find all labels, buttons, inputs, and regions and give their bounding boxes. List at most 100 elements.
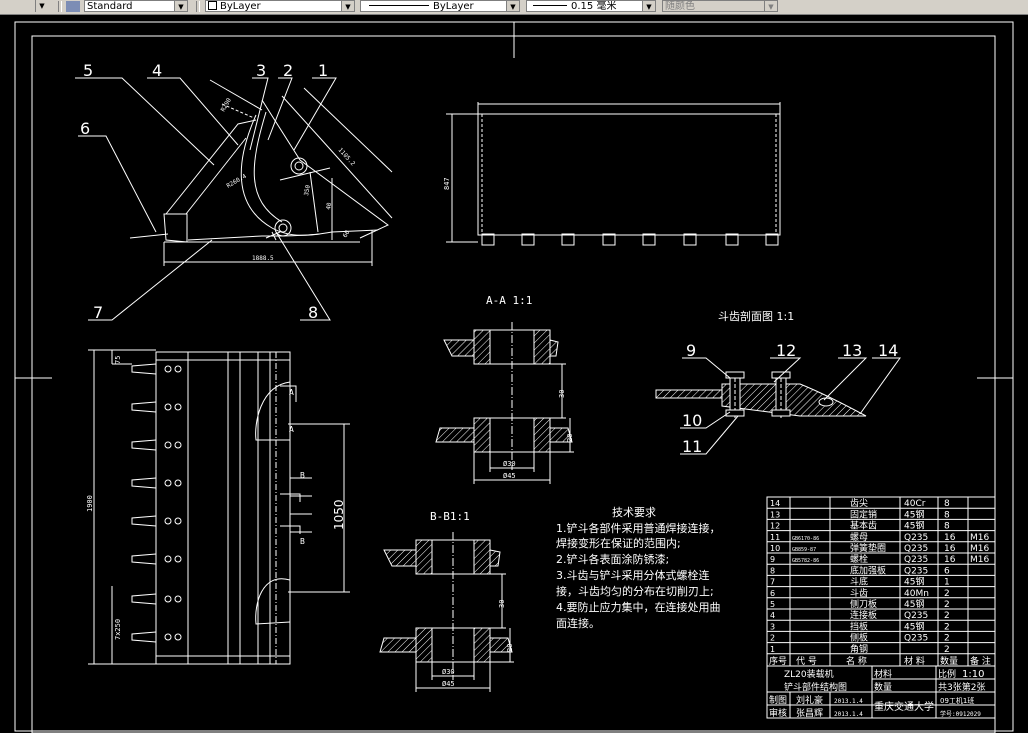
chevron-down-icon[interactable]: ▼ — [506, 1, 519, 11]
bom-header-no: 序号 — [769, 655, 787, 667]
tech-line-7: 面连接。 — [556, 617, 600, 630]
linetype-select[interactable]: ByLayer ▼ — [360, 0, 520, 12]
bom-cell-name: 斗底 — [850, 576, 868, 588]
bom-cell-qty: 1 — [944, 578, 950, 588]
bom-header-note: 备 注 — [970, 655, 991, 667]
properties-toolbar: ▼ Standard ▼ ByLayer ▼ ByLayer ▼ 0.15 毫米… — [0, 0, 1028, 15]
dim-side-sm3: 60 — [342, 229, 352, 239]
bom-cell-material: Q235 — [904, 634, 928, 644]
tech-line-6: 4.要防止应力集中，在连接处用曲 — [556, 600, 721, 614]
callout-12: 12 — [776, 341, 796, 360]
bom-cell-no: 7 — [770, 578, 775, 587]
bom-cell-code: GB6170-86 — [792, 536, 819, 542]
callout-8: 8 — [308, 303, 318, 322]
text-style-select[interactable]: Standard ▼ — [84, 0, 188, 12]
callouts-side: 5 4 3 2 1 6 7 8 — [80, 61, 328, 322]
tech-line-4: 3.斗齿与铲斗采用分体式螺栓连 — [556, 568, 710, 582]
bom-cell-no: 4 — [770, 611, 775, 620]
bom-cell-material: 45钢 — [904, 520, 924, 532]
bom-cell-material: 40Cr — [904, 499, 926, 509]
chevron-down-icon[interactable]: ▼ — [35, 0, 48, 12]
layer-color-value: ByLayer — [220, 1, 261, 12]
callout-5: 5 — [83, 61, 93, 80]
bom-cell-note: M16 — [970, 555, 989, 565]
drawing-frame — [14, 21, 1014, 733]
callout-9: 9 — [686, 341, 696, 360]
lineweight-value: 0.15 毫米 — [571, 1, 617, 12]
dim-side-r1: R290 — [220, 97, 233, 113]
toolbar-separator — [196, 1, 200, 12]
callout-10: 10 — [682, 411, 702, 430]
plot-color-select[interactable]: 随颜色 ▼ — [662, 0, 778, 12]
chevron-down-icon[interactable]: ▼ — [642, 1, 655, 11]
dim-front-75: 75 — [114, 356, 122, 364]
callout-6: 6 — [80, 119, 90, 138]
bom-cell-name: 侧板 — [850, 632, 868, 644]
bom-row-lines — [767, 507, 995, 655]
bom-cell-material: Q235 — [904, 544, 928, 554]
bom-cell-material: 45钢 — [904, 620, 924, 632]
section-aa-title: A-A 1:1 — [486, 294, 532, 307]
layer-color-select[interactable]: ByLayer ▼ — [205, 0, 355, 12]
bom-cell-qty: 2 — [944, 600, 950, 610]
dim-side-len: 1105.2 — [337, 147, 357, 168]
tooth-callout-leaders — [680, 357, 901, 455]
bom-cell-no: 2 — [770, 634, 775, 643]
title-drawing: 铲斗部件结构图 — [784, 681, 847, 693]
lineweight-select[interactable]: 0.15 毫米 ▼ — [526, 0, 656, 12]
chevron-down-icon[interactable]: ▼ — [764, 1, 777, 11]
bom-cell-note: M16 — [970, 544, 989, 554]
section-bb-dims: 30 20 Ø30 Ø45 — [442, 600, 514, 688]
bom-cell-qty: 2 — [944, 645, 950, 655]
technical-requirements: 技术要求 1.铲斗各部件采用普通焊接连接， 焊接变形在保证的范围内; 2.铲斗各… — [556, 506, 721, 630]
section-aa-drawing — [435, 322, 574, 484]
dim-side-sm2: 40 — [325, 202, 333, 211]
bom-cell-qty: 16 — [944, 533, 956, 543]
linetype-value: ByLayer — [433, 1, 474, 12]
title-scale-label: 比例 — [938, 668, 956, 680]
text-style-value: Standard — [87, 1, 133, 12]
callout-14: 14 — [878, 341, 898, 360]
color-swatch-icon — [208, 1, 217, 10]
section-bb-drawing — [379, 532, 514, 692]
chevron-down-icon[interactable]: ▼ — [341, 1, 354, 11]
drawing-canvas[interactable]: 5 4 3 2 1 6 7 8 R290 R260.4 1105.2 350 4… — [0, 14, 1028, 733]
toolbar-left-stub[interactable]: ▼ — [0, 0, 54, 12]
tech-line-3: 2.铲斗各表面涂防锈漆; — [556, 552, 669, 566]
bom-cell-name: 侧刀板 — [850, 598, 877, 610]
tooth-section-title: 斗齿剖面图 1:1 — [718, 309, 794, 323]
dim-bb-30: 30 — [498, 600, 506, 608]
bom-header: 序号 代 号 名 称 材 料 数量 备 注 — [769, 655, 991, 667]
section-aa-dims: 30 20 Ø30 Ø45 — [503, 390, 574, 480]
bucket-front-view — [88, 349, 350, 665]
bom-cell-note: M16 — [970, 533, 989, 543]
callout-1: 1 — [318, 61, 328, 80]
bom-cell-material: Q235 — [904, 611, 928, 621]
bom-cell-material: Q235 — [904, 533, 928, 543]
section-bb-title: B-B1:1 — [430, 510, 470, 523]
bom-cell-qty: 8 — [944, 510, 950, 520]
bom-cell-no: 9 — [770, 555, 775, 564]
callout-leaders — [75, 77, 337, 321]
bom-cell-qty: 8 — [944, 499, 950, 509]
bom-cell-name: 螺母 — [850, 532, 868, 543]
bom-cell-material: 40Mn — [904, 589, 929, 599]
bom-cell-name: 齿尖 — [850, 497, 868, 509]
dim-front-7x250: 7x250 — [114, 619, 122, 640]
plot-color-value: 随颜色 — [665, 1, 695, 12]
tech-line-2: 焊接变形在保证的范围内; — [556, 536, 681, 550]
dim-bb-20: 20 — [506, 644, 514, 652]
bom-cell-no: 13 — [770, 510, 780, 519]
dim-bb-d30: Ø30 — [442, 668, 455, 676]
top-view-teeth — [481, 233, 779, 246]
bom-cell-name: 底加强板 — [850, 564, 886, 576]
dim-front-width: 1900 — [86, 495, 94, 512]
title-product: ZL20装载机 — [784, 668, 834, 680]
title-drawn-date: 2013.1.4 — [834, 698, 863, 705]
title-school: 重庆交通大学 — [874, 700, 934, 713]
chevron-down-icon[interactable]: ▼ — [174, 1, 187, 11]
tooth-section-drawing — [655, 371, 867, 420]
bom-cell-name: 弹簧垫圈 — [850, 542, 886, 554]
section-mark-b2: B — [300, 537, 305, 546]
